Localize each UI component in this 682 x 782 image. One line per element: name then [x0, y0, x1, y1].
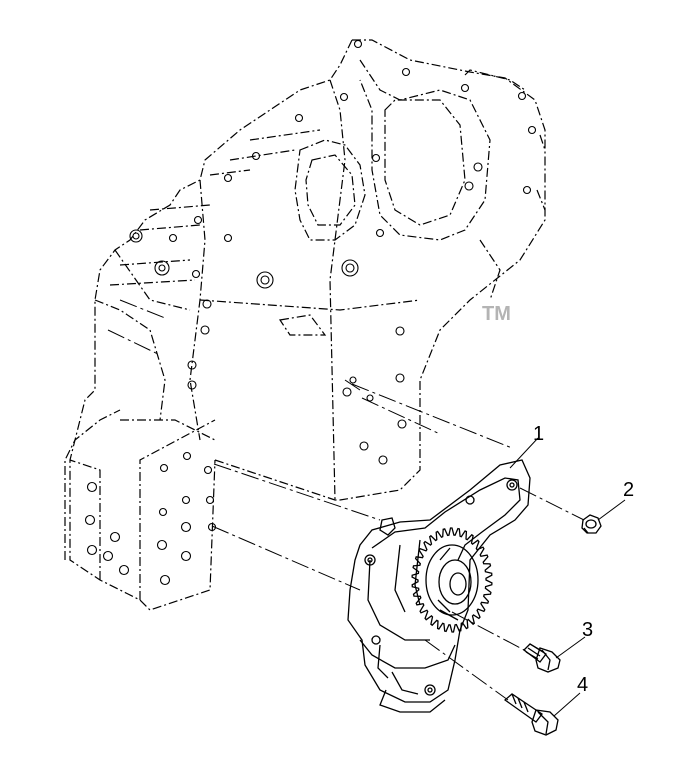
oil-pump-assembly [347, 459, 531, 713]
callout-3: 3 [582, 619, 594, 641]
part-4-bolt [503, 693, 559, 736]
callout-4: 4 [577, 674, 589, 696]
leader-lines [509, 437, 626, 717]
housing-bolt-holes [84, 39, 537, 586]
watermark-trademark: TM [482, 303, 511, 325]
gear-teeth [411, 527, 493, 633]
pump-locating-lug [379, 517, 396, 536]
part-3-bolt [523, 643, 561, 673]
callout-1: 1 [533, 423, 545, 445]
part-2-nut [581, 514, 602, 534]
front-cover-housing [64, 39, 546, 611]
callout-2: 2 [623, 479, 635, 501]
alignment-lines [107, 299, 585, 701]
pump-drive-gear [411, 527, 493, 633]
